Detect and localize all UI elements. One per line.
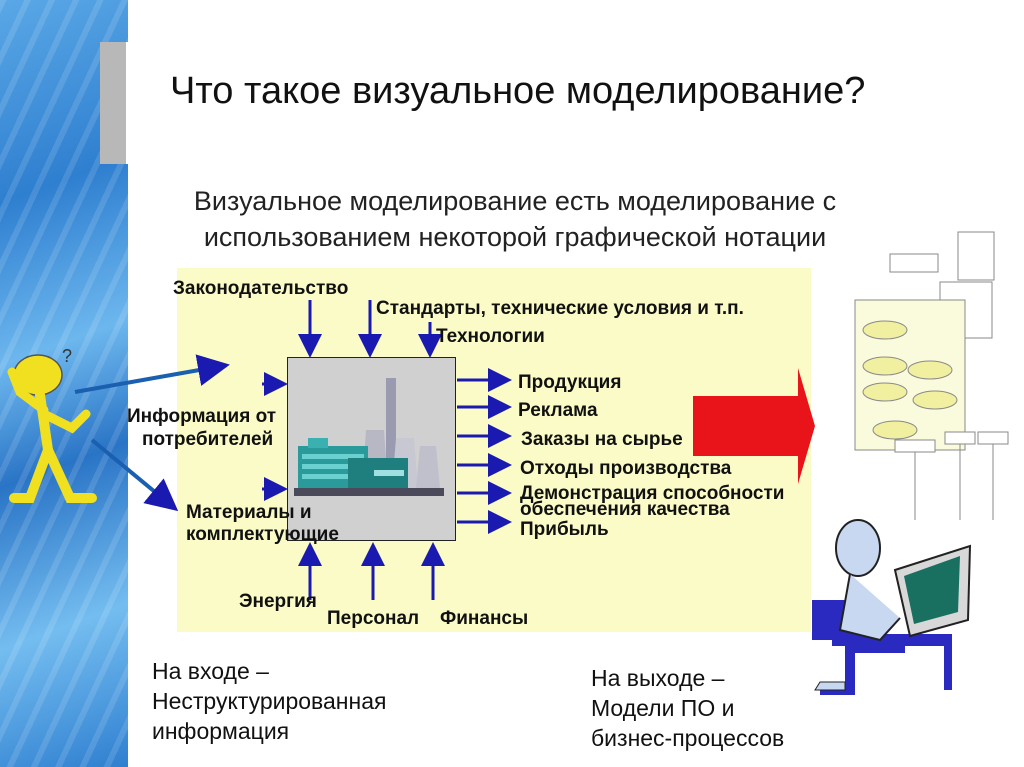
arrow-person-materials	[90, 438, 179, 512]
label-info-line-2: потребителей	[142, 429, 274, 450]
label-energy: Энергия	[239, 591, 317, 612]
output-item: Демонстрация способности	[520, 483, 785, 504]
label-standards: Стандарты, технические условия и т.п.	[376, 298, 744, 319]
output-item: обеспечения качества	[520, 499, 730, 520]
factory-icon	[294, 378, 444, 496]
arrow-person-info	[74, 354, 230, 394]
label-finance: Финансы	[440, 608, 529, 629]
subtitle-line-2: использованием некоторой графической нот…	[203, 222, 827, 252]
caption-output: На выходе – Модели ПО и бизнес-процессов	[591, 663, 784, 753]
output-item: Отходы производства	[520, 458, 732, 479]
svg-text:?: ?	[62, 346, 72, 366]
output-item: Заказы на сырье	[521, 429, 683, 450]
title-frame	[100, 42, 1024, 164]
output-item: Прибыль	[520, 519, 609, 540]
output-item: Реклама	[518, 400, 598, 421]
thinking-person-icon: ?	[7, 346, 97, 503]
caption-output-line-1: На выходе –	[591, 665, 725, 691]
big-arrow-icon	[693, 368, 815, 484]
programmer-at-computer-icon	[812, 519, 972, 695]
label-legislation: Законодательство	[173, 278, 349, 299]
uml-diagram-icon	[854, 231, 1009, 520]
caption-input-line-2: Неструктурированная	[152, 688, 387, 714]
output-item: Продукция	[518, 372, 622, 393]
label-info-line-1: Информация от	[127, 406, 277, 427]
caption-input-line-1: На входе –	[152, 658, 269, 684]
label-personnel: Персонал	[327, 608, 420, 629]
caption-input-line-3: информация	[152, 718, 290, 744]
subtitle-line-1: Визуальное моделирование есть моделирова…	[193, 186, 837, 216]
label-materials-line-1: Материалы и	[186, 502, 312, 523]
subtitle: Визуальное моделирование есть моделирова…	[165, 183, 865, 255]
page-title: Что такое визуальное моделирование?	[170, 70, 866, 112]
caption-output-line-3: бизнес-процессов	[591, 725, 785, 751]
label-technologies: Технологии	[436, 326, 545, 347]
factory-box	[287, 357, 456, 541]
caption-input: На входе – Неструктурированная информаци…	[152, 656, 386, 746]
label-materials-line-2: комплектующие	[186, 524, 339, 545]
caption-output-line-2: Модели ПО и	[591, 695, 735, 721]
